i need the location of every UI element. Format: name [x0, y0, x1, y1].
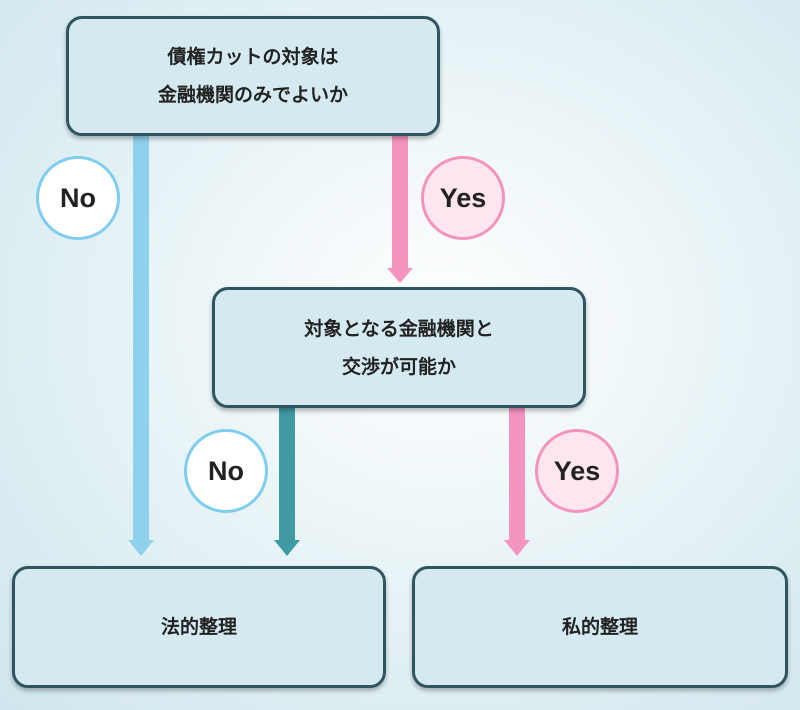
- question-2-box: 対象となる金融機関と 交渉が可能か: [212, 287, 586, 408]
- question-1-line-1: 債権カットの対象は: [167, 46, 339, 68]
- question-1-line-2: 金融機関のみでよいか: [157, 84, 348, 106]
- arrow-q2-no: [274, 406, 300, 556]
- badge-q1-yes: Yes: [421, 156, 505, 240]
- arrow-q1-yes: [387, 134, 413, 283]
- badge-q2-no: No: [184, 429, 268, 513]
- question-1-box: 債権カットの対象は 金融機関のみでよいか: [66, 16, 440, 136]
- result-private-box: 私的整理: [412, 566, 788, 688]
- badge-q2-yes: Yes: [535, 429, 619, 513]
- badge-q1-no: No: [36, 156, 120, 240]
- question-2-line-2: 交渉が可能か: [341, 355, 456, 378]
- result-legal-label: 法的整理: [160, 616, 237, 638]
- result-private-label: 私的整理: [561, 616, 638, 638]
- arrow-q2-yes: [504, 406, 530, 556]
- result-legal-box: 法的整理: [12, 566, 386, 688]
- question-2-line-1: 対象となる金融機関と: [304, 317, 494, 340]
- arrow-q1-no: [128, 134, 154, 556]
